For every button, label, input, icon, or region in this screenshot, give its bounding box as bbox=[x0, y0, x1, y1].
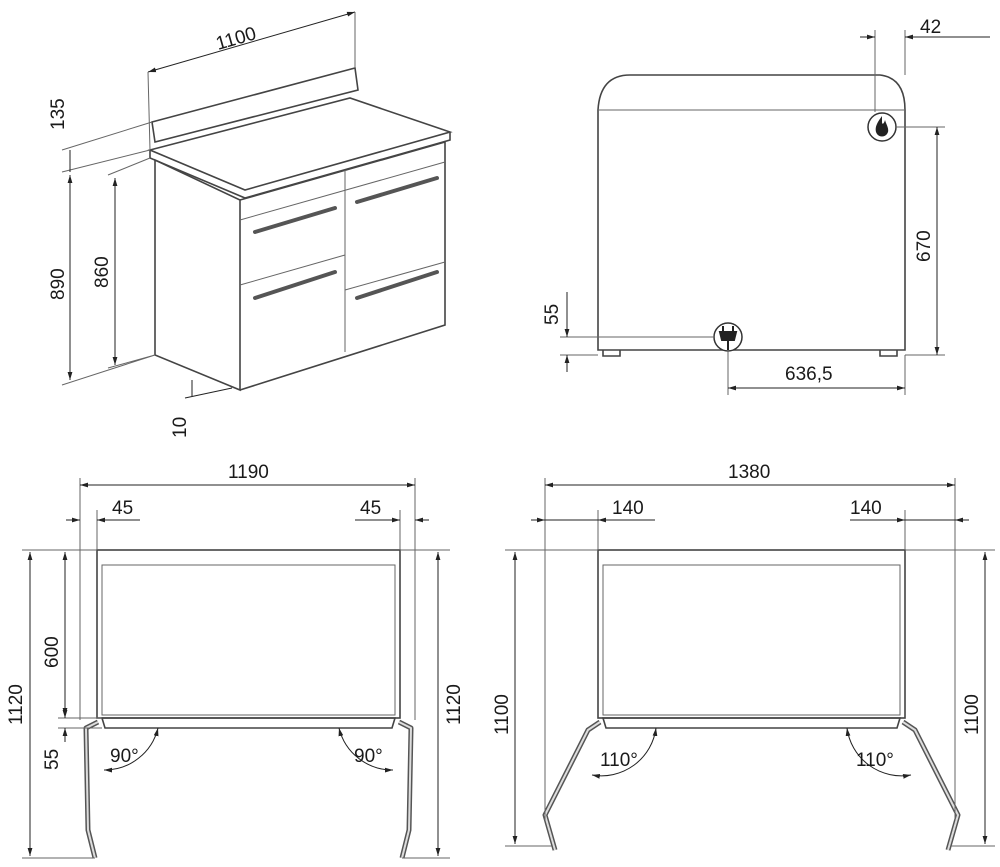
dim-right-clearance-140: 140 bbox=[850, 498, 882, 519]
electric-plug-icon bbox=[713, 322, 743, 352]
dim-backsplash-135: 135 bbox=[48, 98, 69, 130]
dim-depth-open-right-1100: 1100 bbox=[962, 694, 983, 735]
angle-left-90: 90° bbox=[110, 746, 139, 767]
dim-width-1100: 1100 bbox=[214, 23, 259, 54]
top-view-90: 90° 90° 1190 45 45 600 55 1120 1120 bbox=[6, 462, 465, 859]
dim-gas-offset-42: 42 bbox=[920, 17, 941, 38]
dim-electric-height-55: 55 bbox=[542, 304, 563, 325]
side-view: 42 670 55 636,5 bbox=[542, 17, 990, 395]
dim-left-clearance-45: 45 bbox=[112, 498, 133, 519]
top-view-110: 110° 110° 1380 140 140 1100 1100 bbox=[492, 462, 995, 851]
dim-height-890: 890 bbox=[48, 268, 69, 300]
dim-depth-600: 600 bbox=[42, 636, 63, 668]
dim-feet-10: 10 bbox=[170, 417, 191, 438]
dim-width-1190: 1190 bbox=[228, 462, 269, 483]
angle-right-110: 110° bbox=[856, 750, 894, 771]
dim-height-860: 860 bbox=[92, 256, 113, 288]
dim-depth-open-left-1120: 1120 bbox=[6, 684, 27, 725]
dim-right-clearance-45: 45 bbox=[360, 498, 381, 519]
angle-left-110: 110° bbox=[600, 750, 638, 771]
dim-electric-offset-636-5: 636,5 bbox=[785, 364, 833, 385]
dim-depth-open-right-1120: 1120 bbox=[444, 684, 465, 725]
dim-gas-height-670: 670 bbox=[914, 230, 935, 262]
dim-door-gap-55: 55 bbox=[42, 749, 63, 770]
dim-left-clearance-140: 140 bbox=[612, 498, 644, 519]
angle-right-90: 90° bbox=[354, 746, 383, 767]
gas-flame-icon bbox=[867, 112, 897, 142]
perspective-view: 1100 135 890 860 10 bbox=[48, 11, 453, 438]
dim-width-1380: 1380 bbox=[728, 462, 770, 483]
dim-depth-open-left-1100: 1100 bbox=[492, 694, 513, 735]
